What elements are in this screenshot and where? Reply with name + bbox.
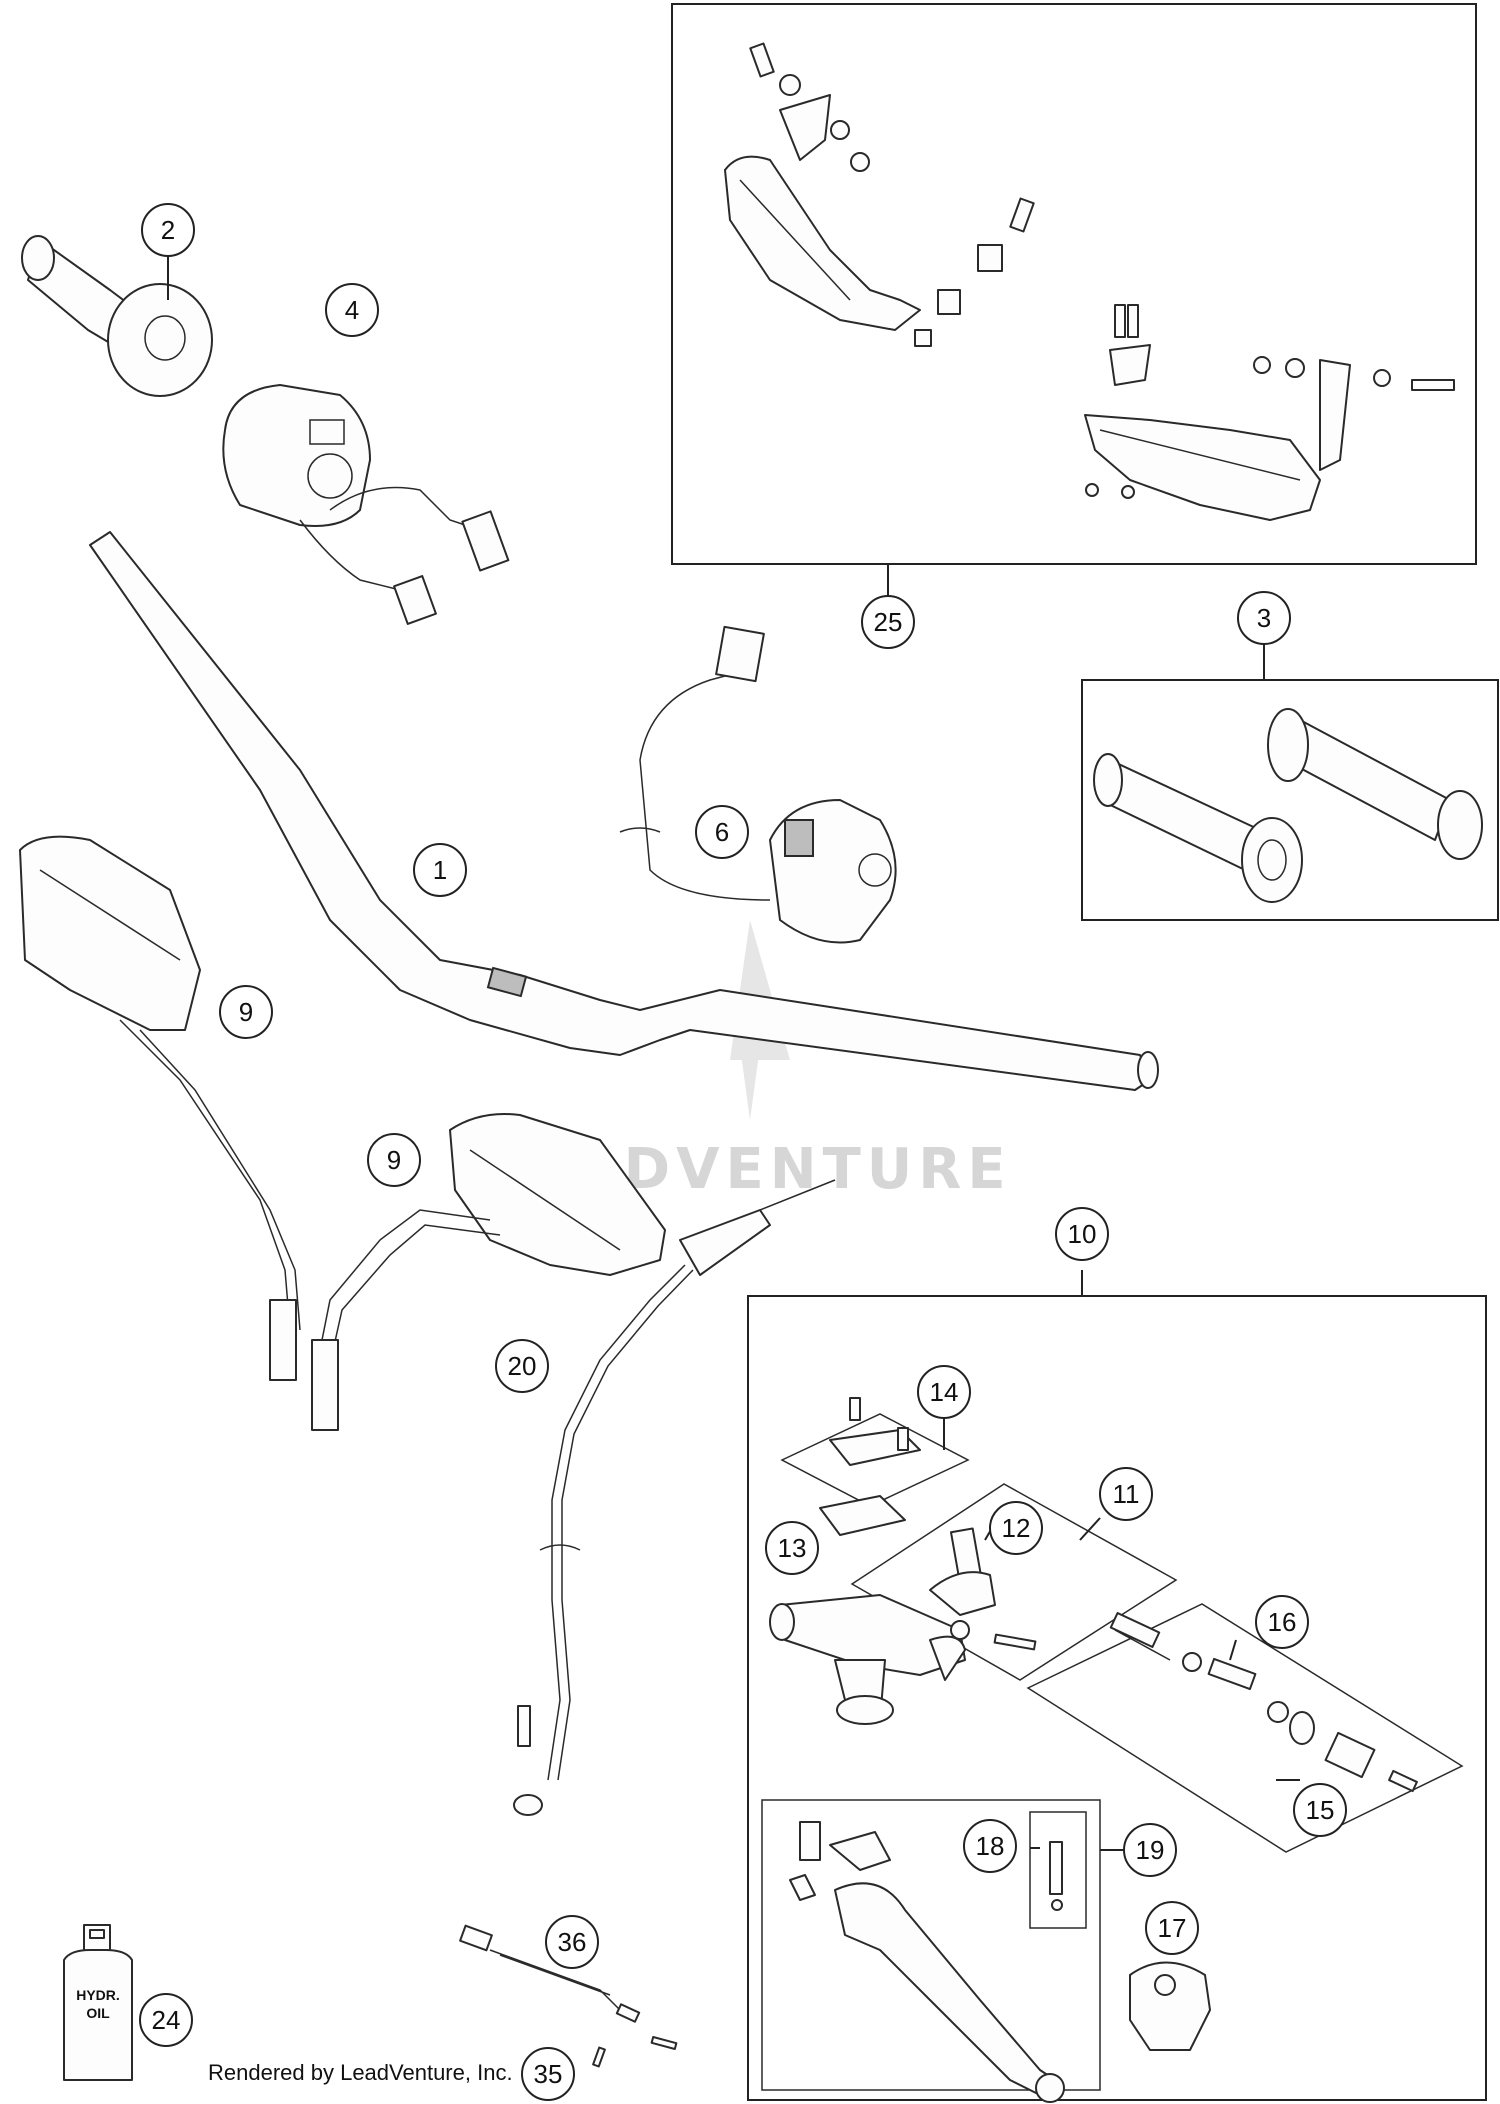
callout-18: 18 bbox=[963, 1819, 1017, 1873]
callout-1: 1 bbox=[413, 843, 467, 897]
svg-text:13: 13 bbox=[778, 1533, 807, 1563]
left-handlebar-switch bbox=[222, 384, 510, 625]
callout-9-left: 9 bbox=[219, 985, 273, 1039]
callout-17: 17 bbox=[1145, 1901, 1199, 1955]
svg-text:17: 17 bbox=[1158, 1913, 1187, 1943]
callout-14: 14 bbox=[917, 1365, 971, 1419]
callout-10: 10 bbox=[1055, 1207, 1109, 1261]
callout-3: 3 bbox=[1237, 591, 1291, 645]
dust-boot bbox=[1324, 1731, 1418, 1793]
lever-pivot-parts bbox=[929, 1527, 1037, 1651]
svg-text:3: 3 bbox=[1257, 603, 1271, 633]
right-handlebar-switch bbox=[619, 625, 897, 944]
svg-text:18: 18 bbox=[976, 1831, 1005, 1861]
callout-20: 20 bbox=[495, 1339, 549, 1393]
lever-guard-17 bbox=[1129, 1961, 1211, 2051]
callout-25: 25 bbox=[861, 595, 915, 649]
hand-guard-kit-box-25 bbox=[671, 3, 1477, 565]
callout-9-right: 9 bbox=[367, 1133, 421, 1187]
svg-text:24: 24 bbox=[152, 2005, 181, 2035]
hydraulic-oil-bottle: HYDR. OIL bbox=[63, 1924, 133, 2081]
clutch-line bbox=[513, 1179, 836, 1816]
piston-kit bbox=[1109, 1612, 1315, 1745]
mirror-left bbox=[19, 835, 301, 1381]
svg-text:19: 19 bbox=[1136, 1835, 1165, 1865]
callout-36: 36 bbox=[545, 1915, 599, 1969]
svg-text:36: 36 bbox=[558, 1927, 587, 1957]
callout-2: 2 bbox=[141, 203, 195, 257]
svg-text:4: 4 bbox=[345, 295, 359, 325]
grip-left bbox=[21, 235, 213, 397]
callout-35: 35 bbox=[521, 2047, 575, 2101]
footer-credit: Rendered by LeadVenture, Inc. bbox=[208, 2060, 513, 2085]
callout-6: 6 bbox=[695, 805, 749, 859]
hand-guard-left bbox=[724, 42, 1035, 347]
callout-11: 11 bbox=[1099, 1467, 1153, 1521]
callout-16: 16 bbox=[1255, 1595, 1309, 1649]
diaphragm bbox=[819, 1495, 906, 1536]
grip-set-box-3 bbox=[1081, 679, 1499, 921]
grip-set bbox=[1093, 708, 1483, 903]
svg-text:10: 10 bbox=[1068, 1219, 1097, 1249]
callout-19: 19 bbox=[1123, 1823, 1177, 1877]
svg-text:1: 1 bbox=[433, 855, 447, 885]
callout-13: 13 bbox=[765, 1521, 819, 1575]
callout-15: 15 bbox=[1293, 1783, 1347, 1837]
mirror-right bbox=[311, 1113, 666, 1431]
svg-text:16: 16 bbox=[1268, 1607, 1297, 1637]
svg-text:15: 15 bbox=[1306, 1795, 1335, 1825]
svg-text:9: 9 bbox=[387, 1145, 401, 1175]
oil-label-line2: OIL bbox=[86, 2005, 110, 2021]
hand-guard-right bbox=[1084, 304, 1455, 521]
reservoir-cover bbox=[829, 1397, 921, 1466]
svg-text:11: 11 bbox=[1113, 1479, 1140, 1509]
callout-4: 4 bbox=[325, 283, 379, 337]
svg-text:9: 9 bbox=[239, 997, 253, 1027]
oil-label-line1: HYDR. bbox=[76, 1987, 120, 2003]
clutch-lever bbox=[789, 1821, 1065, 2103]
svg-text:6: 6 bbox=[715, 817, 729, 847]
lever-box bbox=[761, 1799, 1101, 2091]
svg-text:35: 35 bbox=[534, 2059, 563, 2089]
cover-set-box-14 bbox=[780, 1413, 970, 1507]
clutch-switch-36 bbox=[459, 1924, 678, 2068]
piston-kit-box-16 bbox=[1026, 1603, 1464, 1853]
callout-24: 24 bbox=[139, 1993, 193, 2047]
callout-12: 12 bbox=[989, 1501, 1043, 1555]
clutch-master-cylinder bbox=[769, 1594, 966, 1725]
svg-text:25: 25 bbox=[874, 607, 903, 637]
clutch-master-cylinder-box-10 bbox=[747, 1295, 1487, 2101]
svg-text:2: 2 bbox=[161, 215, 175, 245]
screw-box-18 bbox=[1029, 1811, 1087, 1929]
svg-text:12: 12 bbox=[1002, 1513, 1031, 1543]
handlebar bbox=[89, 531, 1159, 1091]
svg-text:14: 14 bbox=[930, 1377, 959, 1407]
svg-text:20: 20 bbox=[508, 1351, 537, 1381]
